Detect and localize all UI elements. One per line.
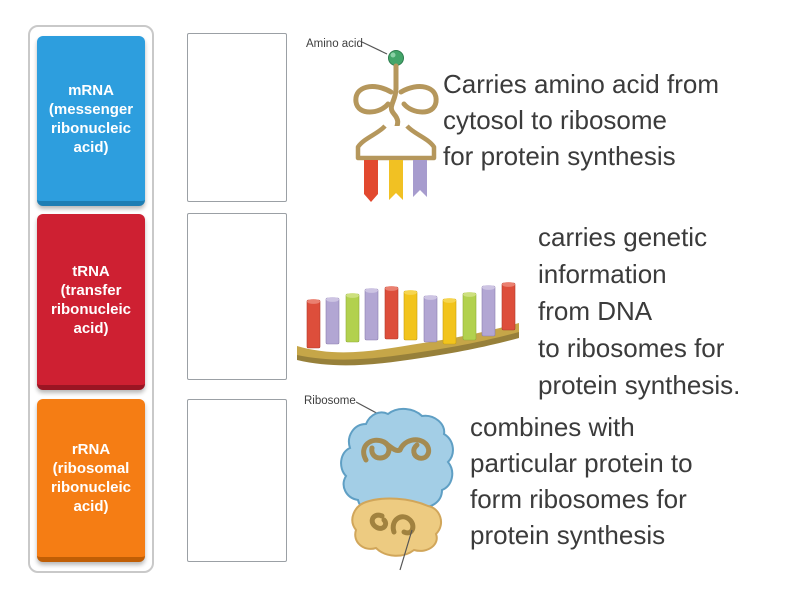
drop-zone-3[interactable] xyxy=(187,399,287,562)
mrna-backbone-ribbon xyxy=(297,323,519,366)
ribosome-rna-coils-top xyxy=(361,437,432,463)
keyword-card-trna[interactable]: tRNA (transfer ribonucleic acid) xyxy=(37,214,145,390)
ribosome-rna-coils-bottom xyxy=(369,512,416,536)
drop-zone-1[interactable] xyxy=(187,33,287,202)
keyword-card-trna-label: tRNA (transfer ribonucleic acid) xyxy=(50,262,132,337)
keyword-card-mrna[interactable]: mRNA (messenger ribonucleic acid) xyxy=(37,36,145,206)
trna-cloverleaf xyxy=(353,63,439,134)
keyword-card-mrna-label: mRNA (messenger ribonucleic acid) xyxy=(48,81,134,156)
definition-text-mrna: carries genetic information from DNA to … xyxy=(538,222,741,400)
ribosome-callout-label: Ribosome xyxy=(304,395,356,407)
mrna-bases xyxy=(306,282,516,349)
trna-acceptor-stem xyxy=(355,124,437,161)
mrna-strand-illustration xyxy=(297,282,519,366)
amino-acid-ball xyxy=(388,50,404,66)
keyword-card-rrna-label: rRNA (ribosomal ribonucleic acid) xyxy=(50,441,132,515)
definition-text-trna: Carries amino acid from cytosol to ribos… xyxy=(443,69,719,171)
trna-illustration: Amino acid xyxy=(306,38,439,202)
trna-anticodon-bands xyxy=(364,160,427,202)
keyword-card-rrna[interactable]: rRNA (ribosomal ribonucleic acid) xyxy=(37,399,145,562)
definition-text-rrna: combines with particular protein to form… xyxy=(470,412,693,550)
drop-zone-2[interactable] xyxy=(187,213,287,380)
ribosome-bottom-pointer-line xyxy=(399,529,413,571)
amino-acid-pointer-line xyxy=(361,41,388,55)
amino-acid-callout-label: Amino acid xyxy=(306,38,363,50)
ribosome-illustration: Ribosome xyxy=(304,395,454,571)
ribosome-small-subunit xyxy=(351,497,443,557)
